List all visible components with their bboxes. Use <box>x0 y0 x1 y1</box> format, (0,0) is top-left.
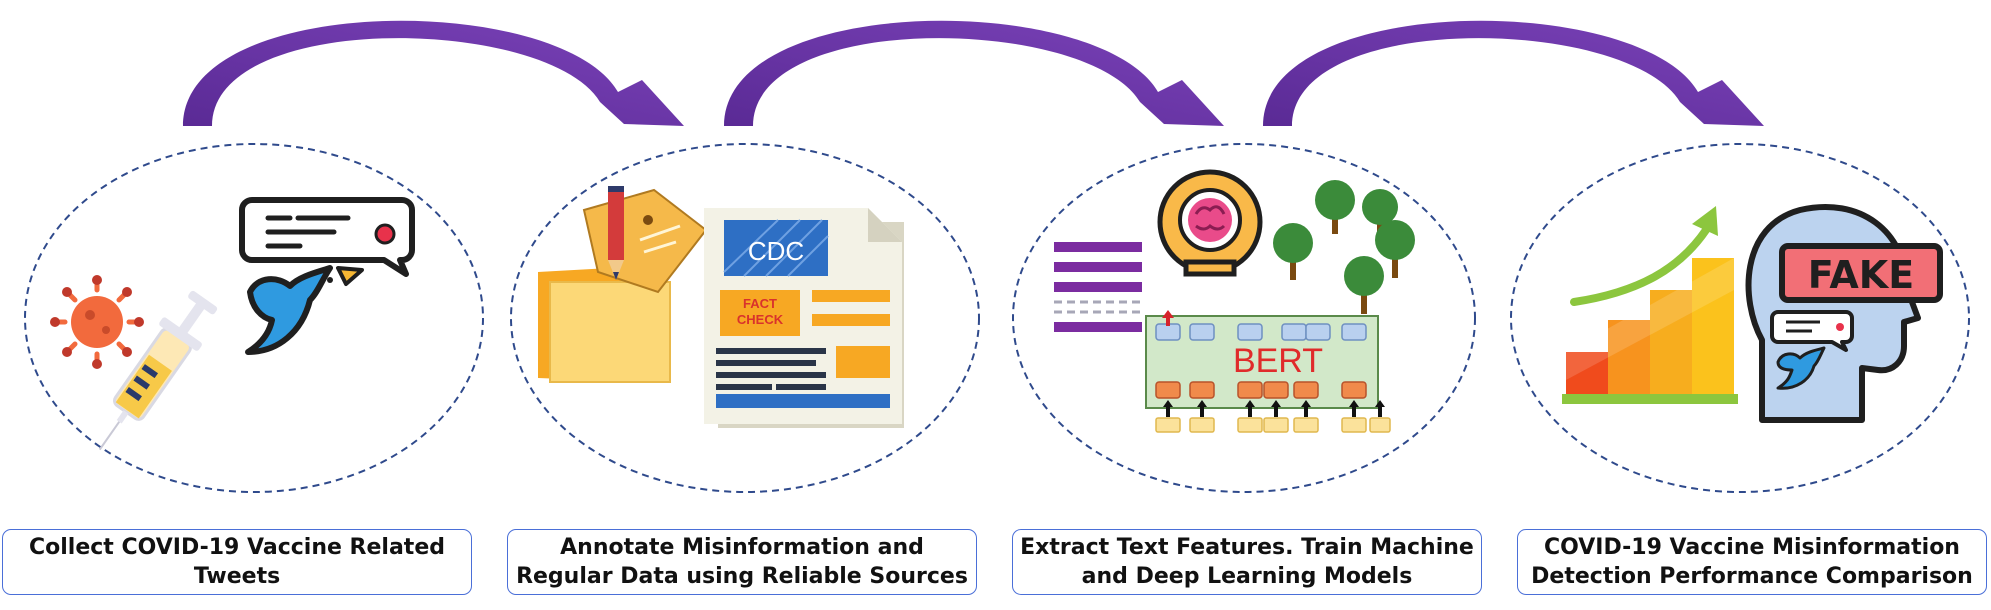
step-2-line-1: Annotate Misinformation and <box>560 535 924 560</box>
fake-head-icon: FAKE <box>1745 203 1943 423</box>
bar-growth-icon <box>1562 206 1738 404</box>
check-label: CHECK <box>737 312 784 327</box>
pencil-icon <box>608 186 624 280</box>
fact-label: FACT <box>743 296 777 311</box>
fake-label: FAKE <box>1808 253 1914 297</box>
stage-ellipse-1 <box>24 143 484 493</box>
stage-ellipse-3 <box>1012 143 1476 493</box>
stage-ellipse-2 <box>510 143 980 493</box>
data-table-icon <box>1054 242 1142 332</box>
brain-head-icon <box>1157 169 1263 277</box>
flow-arrow-1 <box>183 20 684 126</box>
newspaper-icon: CDC FACT CHECK <box>704 208 904 428</box>
step-box-4: COVID-19 Vaccine Misinformation Detectio… <box>1517 529 1987 595</box>
bird-icon <box>245 265 364 355</box>
syringe-icon <box>98 290 218 451</box>
chat-bubble-icon <box>239 197 415 277</box>
bert-model-icon: BERT <box>1145 310 1391 433</box>
step-4-line-1: COVID-19 Vaccine Misinformation <box>1544 535 1960 560</box>
stage-ellipse-4 <box>1510 143 1970 493</box>
step-1-line-1: Collect COVID-19 Vaccine Related <box>29 535 445 560</box>
step-3-line-1: Extract Text Features. Train Machine <box>1020 535 1474 560</box>
cdc-label: CDC <box>748 236 804 266</box>
bert-label: BERT <box>1233 342 1323 380</box>
step-4-line-2: Detection Performance Comparison <box>1531 564 1973 589</box>
virus-icon <box>50 275 144 369</box>
step-box-3: Extract Text Features. Train Machine and… <box>1012 529 1482 595</box>
step-box-2: Annotate Misinformation and Regular Data… <box>507 529 977 595</box>
step-box-1: Collect COVID-19 Vaccine Related Tweets <box>2 529 472 595</box>
flow-arrow-3 <box>1263 20 1764 126</box>
step-2-line-2: Regular Data using Reliable Sources <box>516 564 968 589</box>
flow-arrow-2 <box>724 20 1224 126</box>
step-1-line-2: Tweets <box>193 564 281 589</box>
step-3-line-2: and Deep Learning Models <box>1081 564 1413 589</box>
trees-icon <box>1273 180 1415 314</box>
